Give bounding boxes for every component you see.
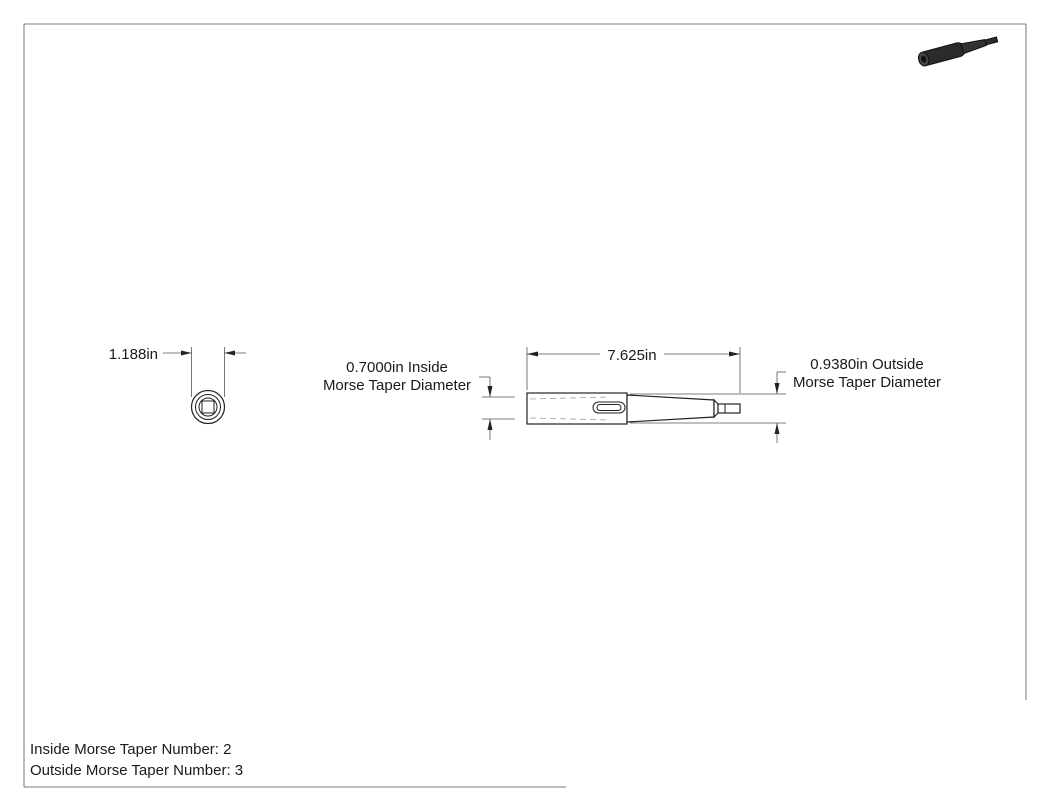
outside-diameter-dimension (630, 371, 786, 443)
side-view (526, 392, 741, 425)
outside-diameter-label-line1: 0.9380in Outside (810, 356, 923, 373)
inside-diameter-dimension (479, 376, 515, 440)
outside-diameter-label-line2: Morse Taper Diameter (793, 374, 941, 391)
width-dimension (163, 347, 246, 397)
width-dimension-label: 1.188in (109, 346, 158, 363)
outside-taper-note: Outside Morse Taper Number: 3 (30, 762, 243, 779)
length-dimension-label: 7.625in (607, 347, 656, 364)
end-view (190, 389, 226, 425)
inside-diameter-label-line2: Morse Taper Diameter (323, 377, 471, 394)
sheet-border (23, 23, 1027, 788)
inside-taper-note: Inside Morse Taper Number: 2 (30, 741, 231, 758)
inside-diameter-label-line1: 0.7000in Inside (346, 359, 448, 376)
length-dimension (526, 347, 741, 393)
isometric-sleeve-icon (917, 36, 999, 67)
